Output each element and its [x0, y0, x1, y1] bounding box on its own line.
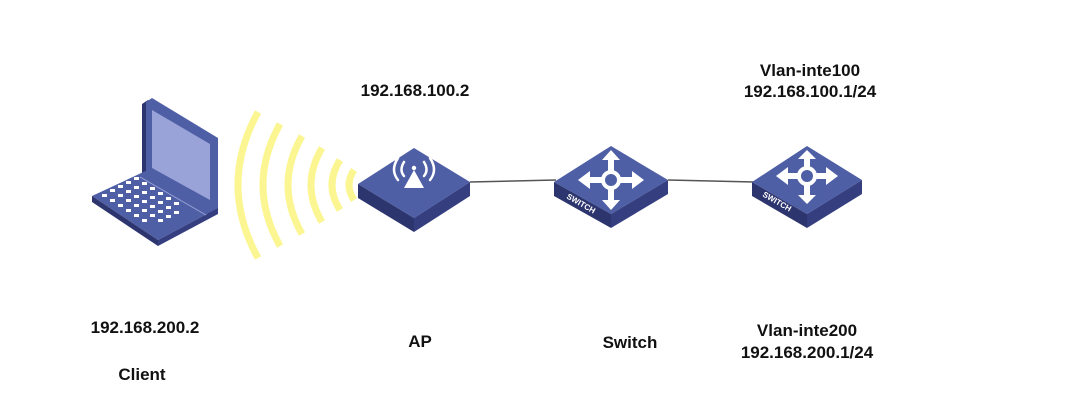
access-point-icon	[358, 148, 470, 232]
link-switch-core	[667, 179, 755, 183]
core-vlan200-ip: 192.168.200.1/24	[740, 343, 874, 362]
wireless-signal-icon	[234, 110, 358, 260]
laptop-icon	[92, 98, 218, 246]
client-ip-label: 192.168.200.2	[90, 318, 200, 337]
link-ap-switch	[469, 179, 557, 183]
ap-ip-label: 192.168.100.2	[360, 81, 470, 100]
ap-name-label: AP	[408, 332, 432, 351]
switch-name-label: Switch	[602, 333, 658, 352]
core-vlan100-ip: 192.168.100.1/24	[743, 82, 877, 101]
switch-icon: SWITCH	[752, 146, 862, 228]
core-vlan200-name: Vlan-inte200	[756, 321, 858, 340]
core-vlan100-name: Vlan-inte100	[759, 61, 861, 80]
switch-icon: SWITCH	[554, 146, 668, 228]
client-name-label: Client	[118, 365, 166, 384]
